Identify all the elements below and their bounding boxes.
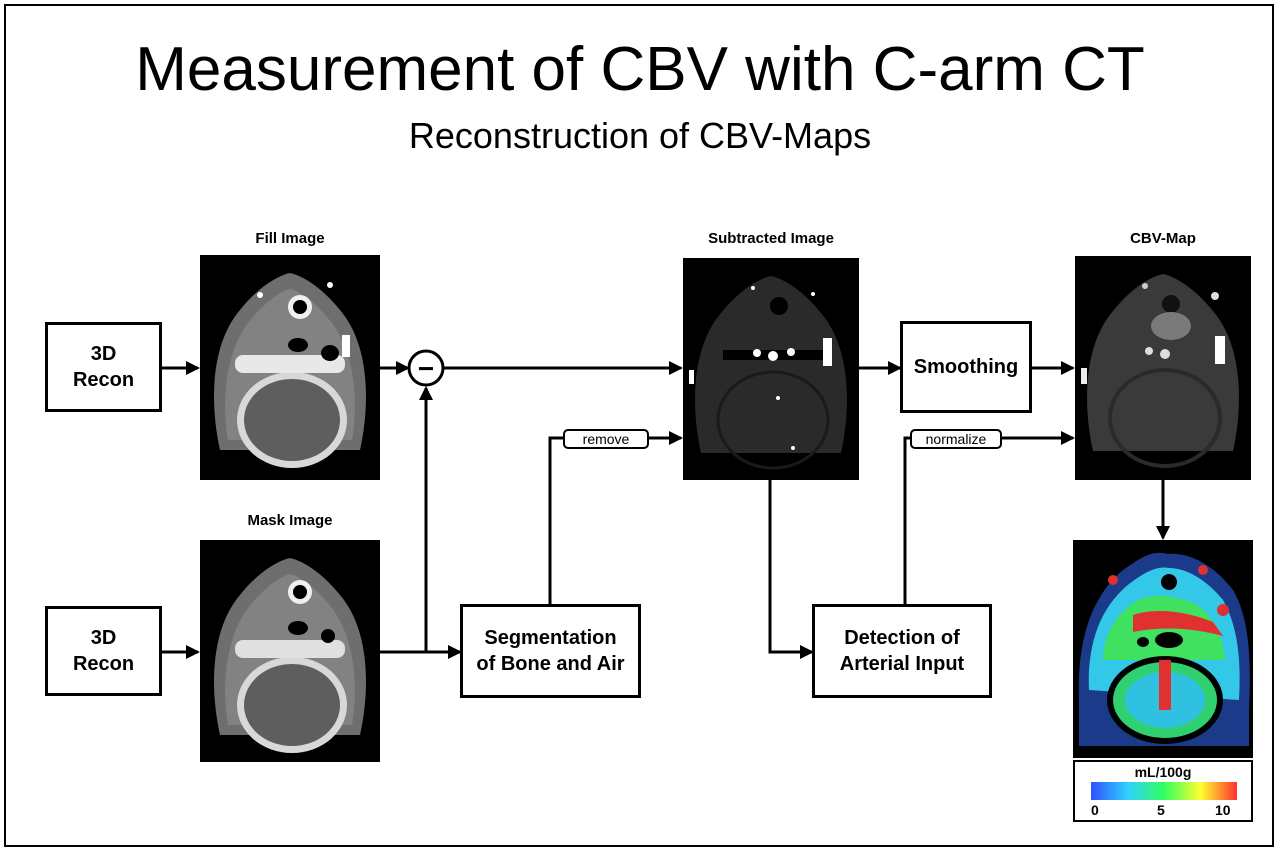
mask-image bbox=[200, 540, 380, 762]
remove-tag: remove bbox=[563, 429, 649, 449]
smoothing-box: Smoothing bbox=[900, 321, 1032, 413]
page-title: Measurement of CBV with C-arm CT bbox=[135, 35, 1145, 104]
ct-scan-mask-icon bbox=[214, 558, 366, 753]
ct-scan-cbv-icon bbox=[1081, 274, 1239, 468]
operator-symbol: − bbox=[418, 353, 434, 384]
segmentation-box: Segmentation of Bone and Air bbox=[460, 604, 641, 698]
arrow-subtracted-to-detection bbox=[768, 480, 814, 659]
subtracted-image-caption: Subtracted Image bbox=[708, 230, 834, 247]
colormap-legend: mL/100g 0 5 10 bbox=[1073, 760, 1253, 822]
ct-scan-subtracted-icon bbox=[689, 276, 847, 470]
cbv-color-map-icon bbox=[1078, 552, 1250, 746]
page-subtitle: Reconstruction of CBV-Maps bbox=[408, 115, 872, 156]
legend-tick-10: 10 bbox=[1215, 802, 1231, 818]
mask-image-caption: Mask Image bbox=[247, 512, 333, 529]
legend-tick-5: 5 bbox=[1157, 802, 1165, 818]
legend-gradient bbox=[1091, 782, 1237, 800]
colormap-image bbox=[1073, 540, 1253, 758]
legend-unit: mL/100g bbox=[1134, 764, 1192, 780]
diagram-frame bbox=[4, 4, 1274, 847]
subtracted-image bbox=[683, 258, 859, 480]
ct-scan-fill-icon bbox=[214, 273, 366, 468]
subtract-operator-icon bbox=[407, 349, 445, 387]
arrow-remove bbox=[548, 431, 683, 604]
arrow-normalize bbox=[903, 431, 1075, 604]
recon-top-box: 3D Recon bbox=[45, 322, 162, 412]
normalize-tag: normalize bbox=[910, 429, 1002, 449]
cbv-map-image bbox=[1075, 256, 1251, 480]
detection-box: Detection of Arterial Input bbox=[812, 604, 992, 698]
legend-tick-0: 0 bbox=[1091, 802, 1099, 818]
cbv-map-caption: CBV-Map bbox=[1130, 230, 1196, 247]
fill-image-caption: Fill Image bbox=[255, 230, 325, 247]
fill-image bbox=[200, 255, 380, 480]
recon-bottom-box: 3D Recon bbox=[45, 606, 162, 696]
